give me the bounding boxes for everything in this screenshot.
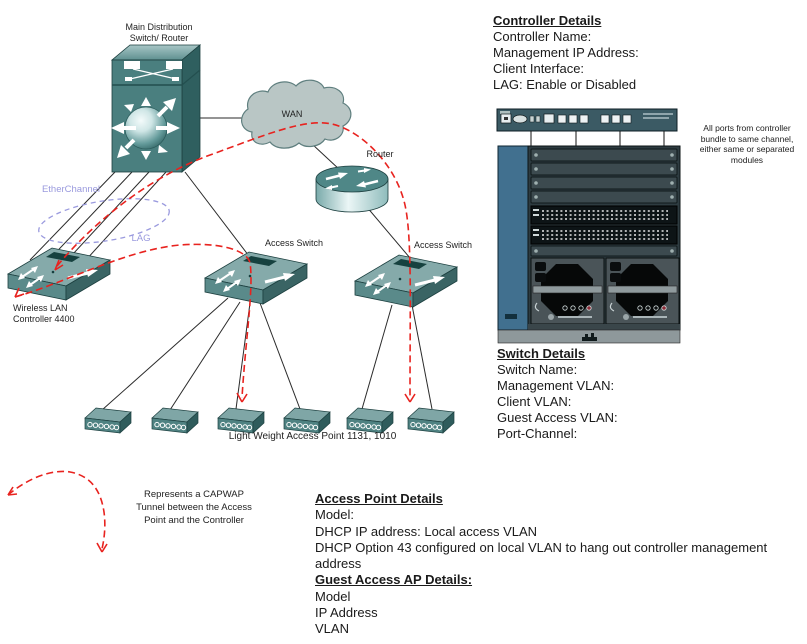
access-point-details-title: Access Point Details bbox=[315, 491, 443, 506]
access-point-details-block: Access Point Details Model: DHCP IP addr… bbox=[315, 491, 790, 638]
wlc-icon bbox=[6, 246, 112, 302]
router-icon bbox=[315, 165, 389, 213]
access-point-icon bbox=[407, 407, 455, 434]
etherchannel-ellipse bbox=[38, 198, 170, 244]
lag-label: LAG bbox=[131, 233, 151, 244]
guest-ap-detail-line: VLAN bbox=[315, 621, 349, 637]
switch-detail-line: Switch Name: bbox=[497, 362, 578, 377]
lwap-label: Light Weight Access Point 1131, 1010 bbox=[228, 431, 397, 442]
wan-cloud-icon bbox=[241, 79, 352, 149]
controller-detail-line: Client Interface: bbox=[493, 61, 585, 76]
router-label: Router bbox=[366, 149, 394, 159]
guest-ap-details-title: Guest Access AP Details: bbox=[315, 572, 473, 588]
access-switch2-label: Access Switch bbox=[413, 240, 473, 250]
controller-detail-line: Controller Name: bbox=[493, 29, 592, 44]
switch-details-title: Switch Details bbox=[497, 346, 586, 361]
controller-detail-line: Management IP Address: bbox=[493, 45, 639, 60]
ap-detail-line: DHCP IP address: Local access VLAN bbox=[315, 523, 538, 539]
cisco-logo-icon bbox=[582, 333, 597, 341]
access-switch-icon bbox=[353, 253, 459, 309]
switch-chassis-image bbox=[497, 145, 681, 344]
guest-ap-detail-line: IP Address bbox=[315, 605, 378, 621]
switch-detail-line: Client VLAN: bbox=[497, 394, 572, 409]
etherchannel-label: EtherChannel bbox=[41, 184, 101, 195]
wan-label: WAN bbox=[281, 109, 303, 119]
ap-detail-line: Model: bbox=[315, 507, 355, 523]
bundle-note: All ports from controller bundle to same… bbox=[699, 123, 795, 165]
access-point-icon bbox=[84, 407, 132, 434]
access-point-icon bbox=[151, 407, 199, 434]
ap-detail-line: DHCP Option 43 configured on local VLAN … bbox=[315, 539, 768, 572]
access-switch1-label: Access Switch bbox=[264, 238, 324, 248]
capwap-note: Represents a CAPWAP Tunnel between the A… bbox=[136, 489, 252, 526]
switch-detail-line: Management VLAN: bbox=[497, 378, 615, 393]
wlc-appliance-image bbox=[496, 108, 678, 147]
controller-details-block: Controller Details Controller Name: Mana… bbox=[493, 13, 639, 93]
controller-details-title: Controller Details bbox=[493, 13, 602, 28]
access-switch-icon bbox=[203, 250, 309, 306]
guest-ap-detail-line: Model bbox=[315, 588, 351, 604]
connection-lines bbox=[29, 117, 433, 411]
controller-detail-line: LAG: Enable or Disabled bbox=[493, 77, 637, 92]
switch-detail-line: Port-Channel: bbox=[497, 426, 578, 441]
access-point-icon bbox=[217, 407, 265, 434]
switch-details-block: Switch Details Switch Name: Management V… bbox=[497, 346, 618, 442]
multilayer-switch-icon bbox=[110, 44, 202, 173]
access-point-icon bbox=[283, 407, 331, 434]
main-switch-label: Main Distribution Switch/ Router bbox=[125, 22, 193, 43]
switch-detail-line: Guest Access VLAN: bbox=[497, 410, 618, 425]
capwap-tunnel-arrows bbox=[7, 122, 416, 553]
wlc-label: Wireless LAN Controller 4400 bbox=[13, 303, 75, 324]
access-point-icon bbox=[346, 407, 394, 434]
